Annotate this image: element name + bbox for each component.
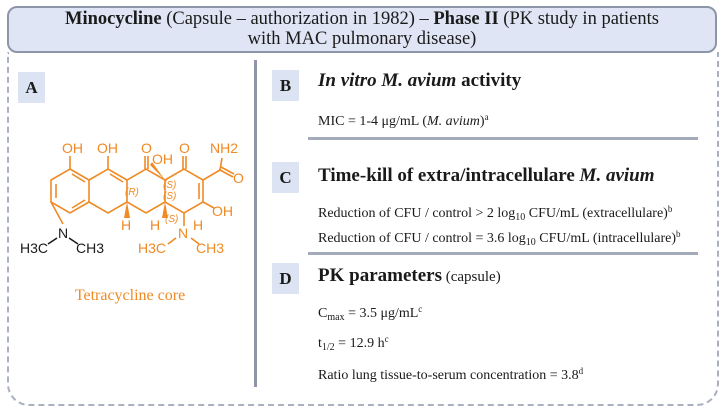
stereo-label: (S) (163, 191, 176, 202)
label-oh: OH (152, 151, 173, 167)
label-ch3: CH3 (76, 240, 104, 256)
label-n: N (178, 225, 188, 241)
header-detail: (PK study in patients (498, 9, 659, 29)
lung-serum-ratio: Ratio lung tissue-to-serum concentration… (318, 366, 584, 383)
cmax-value: Cmax = 3.5 μg/mLc (318, 304, 423, 323)
label-h: H (193, 217, 203, 233)
outer-dashed-frame (7, 52, 719, 406)
label-h3c: H3C (20, 240, 48, 256)
label-o: O (233, 170, 244, 186)
panel-b-title: In vitro M. avium activity (318, 70, 521, 92)
label-oh: OH (97, 140, 118, 156)
label-ch3: CH3 (196, 240, 224, 256)
label-h: H (150, 217, 160, 233)
half-life-value: t1/2 = 12.9 hc (318, 334, 389, 353)
panel-c-letter: C (272, 162, 299, 193)
panel-d-letter: D (272, 263, 299, 294)
wedge-bonds (124, 162, 168, 218)
label-h3c: H3C (138, 240, 166, 256)
stereo-label: (S) (165, 214, 178, 225)
panel-c-title: Time-kill of extra/intracellulare M. avi… (318, 165, 655, 186)
stereo-label: (S) (163, 180, 176, 191)
label-oh: OH (62, 140, 83, 156)
divider-cd (308, 252, 698, 255)
structure-caption: Tetracycline core (74, 287, 186, 304)
label-o: O (141, 140, 152, 156)
panel-b-letter: B (272, 70, 299, 101)
panel-d-title: PK parameters (capsule) (318, 265, 501, 286)
drug-name: Minocycline (64, 9, 162, 29)
label-h: H (121, 217, 131, 233)
vertical-divider (254, 60, 257, 387)
mic-value: MIC = 1-4 μg/mL (M. avium)a (318, 112, 489, 129)
divider-bc (308, 137, 698, 140)
label-o: O (179, 140, 190, 156)
label-oh: OH (212, 203, 233, 219)
panel-a-letter: A (18, 72, 45, 103)
label-n: N (58, 225, 68, 241)
title-text: activity (456, 70, 522, 91)
tetracycline-structure: OH OH O OH O NH2 O OH H H H N H3C CH3 (R… (20, 140, 244, 256)
label-nh2: NH2 (210, 140, 238, 156)
title-italic: In vitro M. avium (318, 70, 457, 91)
left-dimethylamino-bonds (47, 201, 79, 245)
ring-bonds (50, 156, 235, 245)
extracellular-reduction: Reduction of CFU / control > 2 log10 CFU… (318, 204, 673, 223)
header-detail: with MAC pulmonary disease) (247, 29, 477, 49)
header-detail: (Capsule – authorization in 1982) – (161, 9, 434, 29)
phase-label: Phase II (433, 9, 499, 29)
intracellular-reduction: Reduction of CFU / control = 3.6 log10 C… (318, 229, 681, 248)
figure-header: Minocycline (Capsule – authorization in … (7, 6, 717, 53)
stereo-label: (R) (125, 187, 139, 198)
